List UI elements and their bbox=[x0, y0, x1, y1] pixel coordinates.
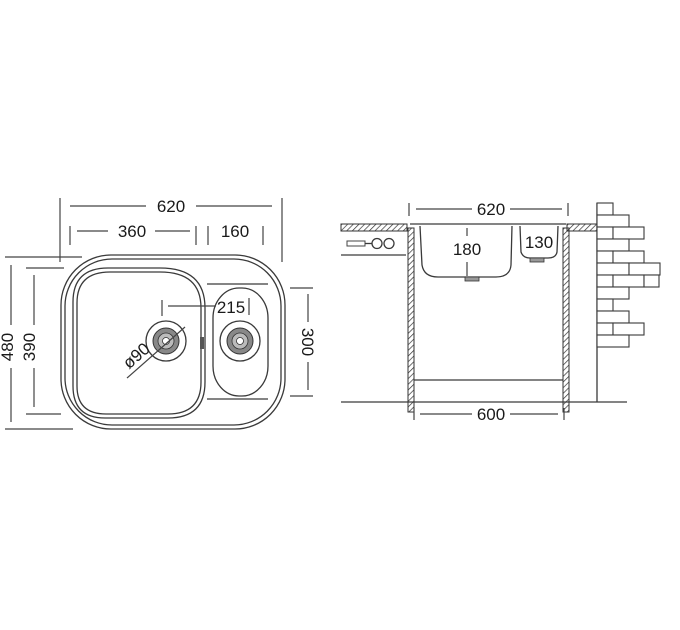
dim-overall-depth: 480 bbox=[0, 256, 82, 430]
knob-icon bbox=[371, 237, 383, 250]
small-drain bbox=[219, 320, 261, 362]
dim-overall-width-side: 620 bbox=[408, 200, 569, 219]
label-small-bowl-width: 160 bbox=[221, 222, 249, 241]
countertop-controls bbox=[346, 237, 395, 250]
label-drain-spacing: 215 bbox=[217, 298, 245, 317]
label-overall-width: 620 bbox=[157, 197, 185, 216]
countertop-left bbox=[340, 223, 408, 232]
brick-wall bbox=[596, 202, 661, 402]
label-main-bowl-width: 360 bbox=[118, 222, 146, 241]
side-view: 620 180 130 bbox=[340, 200, 661, 424]
knob-icon bbox=[383, 237, 395, 250]
countertop-right bbox=[566, 223, 598, 232]
main-drain-side bbox=[464, 276, 480, 282]
label-side-small-depth: 130 bbox=[525, 233, 553, 252]
slider-icon bbox=[346, 240, 366, 247]
label-side-overall-width: 620 bbox=[477, 200, 505, 219]
dim-cabinet-width: 600 bbox=[413, 405, 565, 424]
dim-drain-spacing: 215 bbox=[161, 298, 250, 317]
dim-main-bowl-depth: 390 bbox=[20, 267, 64, 415]
main-drain bbox=[145, 320, 187, 362]
cabinet-wall-left bbox=[407, 227, 415, 413]
dim-overall-width-top: 620 bbox=[59, 197, 283, 262]
dim-main-bowl-depth-side: 180 bbox=[453, 228, 481, 276]
top-view: 620 360 160 480 390 bbox=[0, 197, 317, 430]
label-overall-depth: 480 bbox=[0, 333, 17, 361]
label-small-bowl-depth: 300 bbox=[298, 328, 317, 356]
cabinet-wall-right bbox=[562, 227, 570, 413]
dim-small-bowl-depth: 300 bbox=[290, 287, 317, 397]
overflow-icon bbox=[200, 337, 204, 349]
label-side-main-depth: 180 bbox=[453, 240, 481, 259]
label-drain-diameter: ø90 bbox=[119, 339, 154, 373]
small-drain-side bbox=[529, 257, 545, 263]
sink-outline-top bbox=[60, 254, 286, 430]
label-main-bowl-depth: 390 bbox=[20, 333, 39, 361]
dim-bowl-widths: 360 160 bbox=[69, 222, 264, 245]
label-cabinet-width: 600 bbox=[477, 405, 505, 424]
